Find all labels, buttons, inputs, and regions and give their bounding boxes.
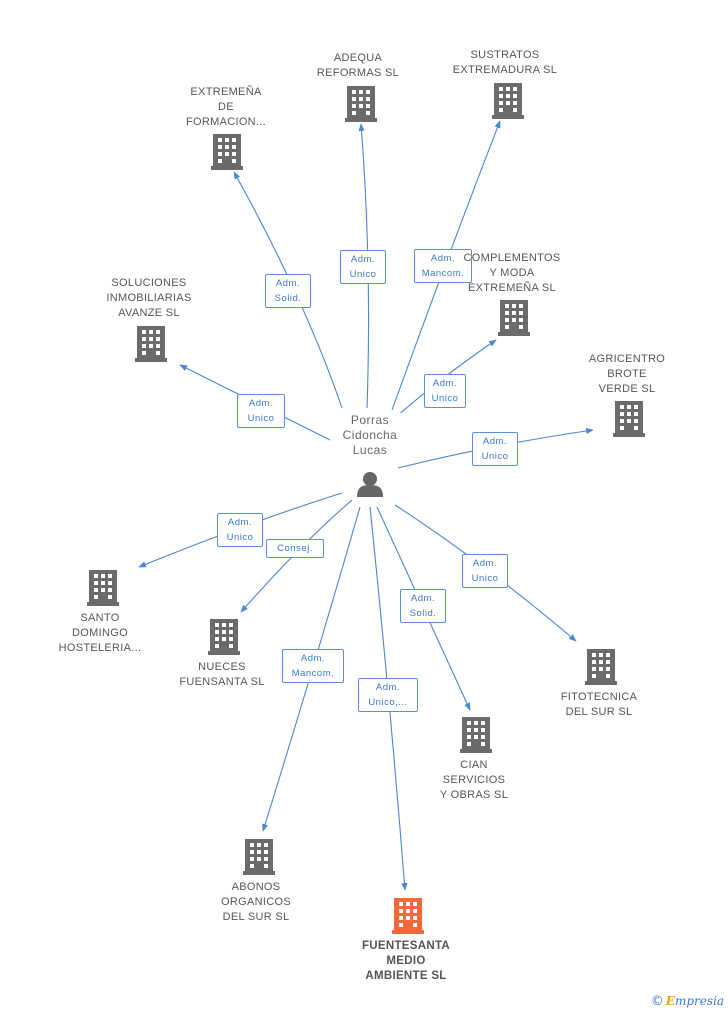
edge-label-abonos[interactable]: Adm. Mancom. xyxy=(282,649,344,683)
building-icon-fuensanta[interactable] xyxy=(392,898,424,934)
company-label-extremena[interactable]: EXTREMEÑA DE FORMACION... xyxy=(186,86,266,128)
brand-logo-text: mpresia xyxy=(674,994,724,1008)
building-icon-nueces[interactable] xyxy=(208,619,240,655)
building-icon-adequa[interactable] xyxy=(345,86,377,122)
company-label-fitotecnica[interactable]: FITOTECNICA DEL SUR SL xyxy=(560,691,638,718)
company-label-soluciones[interactable]: SOLUCIONES INMOBILIARIAS AVANZE SL xyxy=(106,277,192,319)
company-label-santo[interactable]: SANTO DOMINGO HOSTELERIA... xyxy=(58,612,142,654)
building-icon-cian[interactable] xyxy=(460,717,492,753)
company-label-sustratos[interactable]: SUSTRATOS EXTREMADURA SL xyxy=(452,49,558,76)
edge-label-agricentro[interactable]: Adm. Unico xyxy=(472,432,518,466)
building-icon-abonos[interactable] xyxy=(243,839,275,875)
edge-label-adequa[interactable]: Adm. Unico xyxy=(340,250,386,284)
edge-label-extremena[interactable]: Adm. Solid. xyxy=(265,274,311,308)
brand-logo-e: E xyxy=(665,994,675,1008)
company-label-abonos[interactable]: ABONOS ORGANICOS DEL SUR SL xyxy=(221,881,291,923)
building-icon-fitotecnica[interactable] xyxy=(585,649,617,685)
edge-label-fitotecnica[interactable]: Adm. Unico xyxy=(462,554,508,588)
company-label-cian[interactable]: CIAN SERVICIOS Y OBRAS SL xyxy=(439,759,509,801)
copyright-icon: © xyxy=(650,994,664,1009)
person-icon[interactable] xyxy=(357,472,383,497)
company-label-complementos[interactable]: COMPLEMENTOS Y MODA EXTREMEÑA SL xyxy=(463,252,561,294)
edge-label-complementos[interactable]: Adm. Unico xyxy=(424,374,466,408)
edge-label-cian[interactable]: Adm. Solid. xyxy=(400,589,446,623)
company-label-fuensanta[interactable]: FUENTESANTA MEDIO AMBIENTE SL xyxy=(361,940,451,982)
building-icon-santo[interactable] xyxy=(87,570,119,606)
edge-label-nueces[interactable]: Consej. xyxy=(266,539,324,558)
building-icon-extremena[interactable] xyxy=(211,134,243,170)
company-label-nueces[interactable]: NUECES FUENSANTA SL xyxy=(179,661,265,688)
building-icon-soluciones[interactable] xyxy=(135,326,167,362)
building-icon-complementos[interactable] xyxy=(498,300,530,336)
edge-label-sustratos[interactable]: Adm. Mancom. xyxy=(414,249,472,283)
brand-footer: ©Empresia xyxy=(651,994,724,1009)
edge-label-soluciones[interactable]: Adm. Unico xyxy=(237,394,285,428)
building-icon-agricentro[interactable] xyxy=(613,401,645,437)
building-icon-sustratos[interactable] xyxy=(492,83,524,119)
company-label-adequa[interactable]: ADEQUA REFORMAS SL xyxy=(316,52,400,79)
edge-label-fuensanta[interactable]: Adm. Unico,... xyxy=(358,678,418,712)
edge-label-santo[interactable]: Adm. Unico xyxy=(217,513,263,547)
person-name[interactable]: Porras Cidoncha Lucas xyxy=(330,413,410,458)
company-label-agricentro[interactable]: AGRICENTRO BROTE VERDE SL xyxy=(588,353,666,395)
